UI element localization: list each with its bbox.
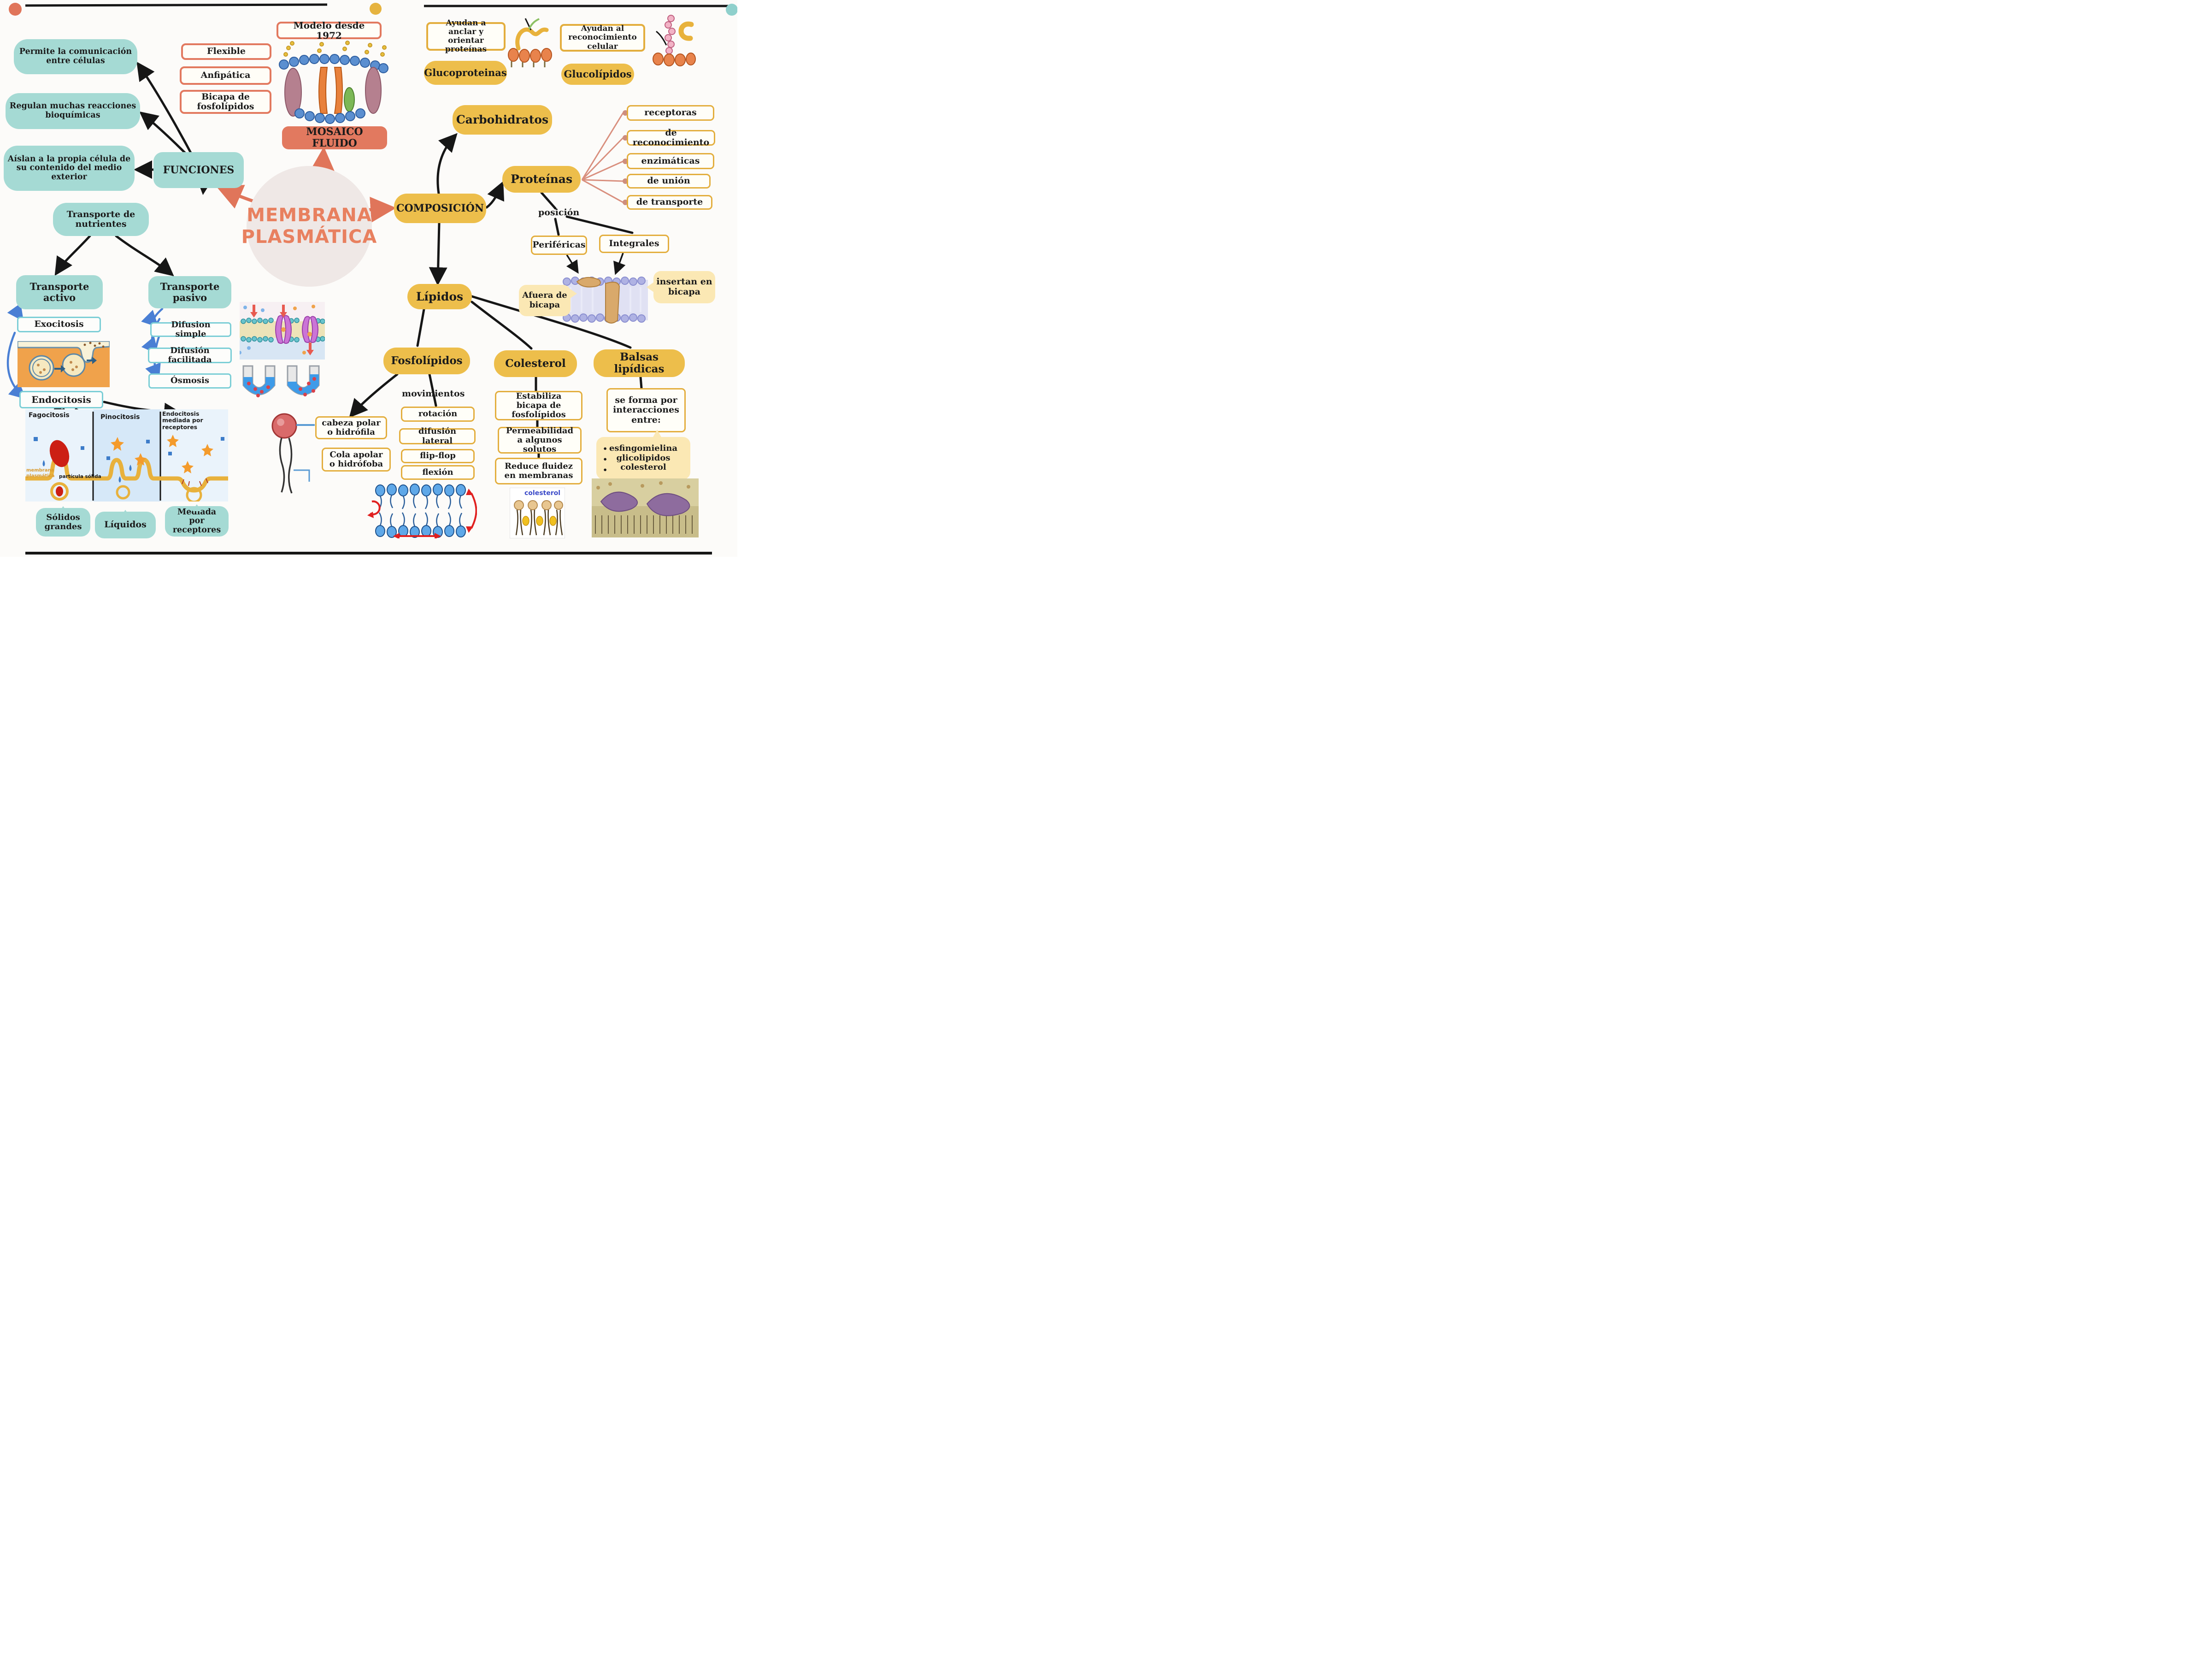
composicion-node: COMPOSICIÓN <box>394 194 486 223</box>
posicion-label: posición <box>538 207 580 218</box>
mov-difusion-lateral-box: difusión lateral <box>399 427 476 445</box>
membrana-plasmatica-label: membrana plasmática <box>26 468 55 478</box>
mediada-receptores-box: Mediada por receptores <box>165 504 229 537</box>
mind-map-canvas: MEMBRANA PLASMÁTICA Permite la comunicac… <box>0 0 737 557</box>
glucoproteinas-node: Glucoproteinas <box>424 61 507 85</box>
osmosis-utubes-illustration <box>242 365 320 397</box>
glucolipidos-node: Glucolípidos <box>561 64 634 85</box>
endocitosis-box: Endocitosis <box>19 391 103 408</box>
perifericas-box: Periféricas <box>531 236 587 255</box>
transporte-pasivo-node: Transporte pasivo <box>148 276 231 308</box>
funcion-comunicacion: Permite la comunicación entre células <box>14 39 137 74</box>
balsas-componentes-bubble: ••• esfingomielina glicolipidos colester… <box>596 430 690 479</box>
modelo-1972-box: Modelo desde 1972 <box>276 20 382 41</box>
proteinas-node: Proteínas <box>502 166 581 193</box>
integrales-box: Integrales <box>599 235 669 253</box>
colesterol-imagen-label: colesterol <box>524 490 561 497</box>
afuera-bicapa-bubble: Afuera de bicapa <box>519 285 577 316</box>
colesterol-node: Colesterol <box>494 350 577 377</box>
movimientos-bicapa-illustration <box>367 484 477 538</box>
pinocitosis-label: Pinocitosis <box>100 413 140 421</box>
osmosis-box: Ósmosis <box>148 373 231 389</box>
page-title-line1: MEMBRANA <box>247 204 372 226</box>
componente-esfingomielina: esfingomielina <box>609 443 678 453</box>
mov-rotacion-box: rotación <box>401 407 475 422</box>
transporte-nutrientes-node: Transporte de nutrientes <box>53 203 149 236</box>
balsas-illustration <box>592 478 699 537</box>
mov-flipflop-box: flip-flop <box>401 449 475 463</box>
teal-dot-icon <box>726 4 737 16</box>
fosfolipido-molecula-illustration <box>271 413 315 494</box>
posicion-membrana-illustration <box>563 277 648 324</box>
insertan-bicapa-bubble: insertan en bicapa <box>647 271 715 303</box>
yellow-dot-icon <box>370 3 382 15</box>
mov-flexion-box: flexión <box>401 465 475 480</box>
movimientos-label: movimientos <box>402 389 465 399</box>
proteina-enzimaticas: enzimáticas <box>627 153 714 169</box>
solidos-grandes-box: Sólidos grandes <box>36 506 90 537</box>
orange-dot-icon <box>9 3 22 16</box>
particula-solida-label: partícula sólida <box>59 474 101 479</box>
bullet-dots-icon: ••• <box>603 444 608 475</box>
proteina-reconocimiento: de reconocimiento <box>627 128 715 148</box>
proteina-transporte: de transporte <box>627 195 712 210</box>
componente-glicolipidos: glicolipidos <box>616 453 671 463</box>
propiedad-bicapa: Bicapa de fosfolípidos <box>180 90 271 114</box>
colesterol-estabiliza-box: Estabiliza bicapa de fosfolípidos <box>495 391 582 420</box>
lipidos-node: Lípidos <box>407 284 472 309</box>
cabeza-polar-box: cabeza polar o hidrófila <box>315 416 387 439</box>
fosfolipidos-node: Fosfolípidos <box>383 348 470 374</box>
proteina-receptoras: receptoras <box>627 105 714 121</box>
glucoproteinas-nota: Ayudan a anclar y orientar proteínas <box>426 18 506 54</box>
transporte-activo-node: Transporte activo <box>16 275 103 309</box>
difusion-facilitada-box: Difusión facilitada <box>148 346 232 365</box>
funciones-node: FUNCIONES <box>153 152 244 188</box>
mosaico-fluido-node: MOSAICO FLUIDO <box>282 126 387 149</box>
proteina-union: de unión <box>627 174 711 189</box>
difusion-illustration <box>240 302 325 360</box>
difusion-simple-box: Difusion simple <box>150 320 231 339</box>
endocitosis-mediada-label: Endocitosis mediada por receptores <box>162 410 203 431</box>
cola-apolar-box: Cola apolar o hidrófoba <box>322 448 391 472</box>
glucolipidos-nota: Ayudan al reconocimiento celular <box>560 24 645 52</box>
glucoproteina-illustration <box>508 18 552 67</box>
balsas-nota-box: se forma por interacciones entre: <box>606 388 686 432</box>
liquidos-box: Líquidos <box>95 510 156 538</box>
fagocitosis-label: Fagocitosis <box>29 412 70 419</box>
propiedad-anfipatica: Anfipática <box>180 66 271 85</box>
componente-colesterol: colesterol <box>620 462 666 472</box>
colesterol-fluidez-box: Reduce fluidez en membranas <box>495 458 582 484</box>
page-title-line2: PLASMÁTICA <box>241 226 377 248</box>
glucolipido-illustration <box>653 15 696 66</box>
central-topic-blob: MEMBRANA PLASMÁTICA <box>241 166 377 287</box>
exocitosis-box: Exocitosis <box>17 317 101 332</box>
funcion-aislan: Aíslan a la propia célula de su contenid… <box>4 146 135 191</box>
propiedad-flexible: Flexible <box>181 43 271 60</box>
exocitosis-illustration <box>18 341 110 387</box>
funcion-reacciones: Regulan muchas reacciones bioquímicas <box>6 93 140 129</box>
membrane-model-illustration <box>279 41 388 124</box>
carbohidratos-node: Carbohidratos <box>453 105 552 135</box>
balsas-lipidicas-node: Balsas lipídicas <box>594 349 685 377</box>
colesterol-permeabilidad-box: Permeabilidad a algunos solutos <box>498 426 582 454</box>
